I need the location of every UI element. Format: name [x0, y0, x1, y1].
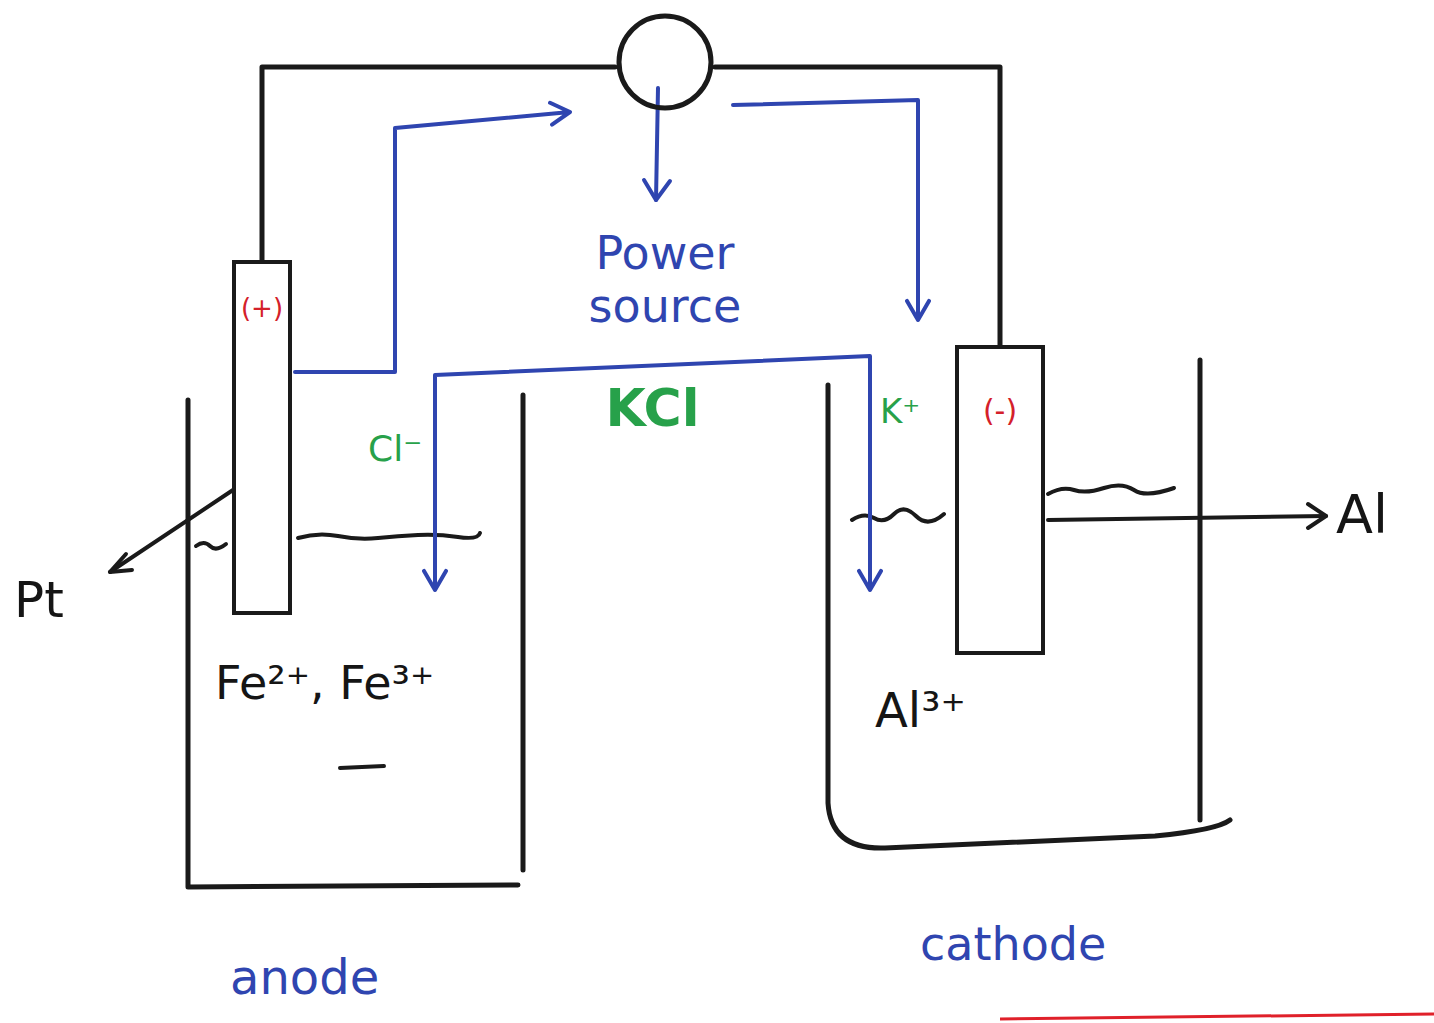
edge-label: KCl — [606, 379, 700, 439]
arrowhead — [110, 554, 132, 572]
wire — [715, 67, 1000, 345]
liquid-level — [1048, 485, 1174, 494]
node-label: Fe²⁺, Fe³⁺ — [215, 657, 434, 710]
node-label: Power source — [570, 227, 760, 333]
electron-flow-arrow — [295, 103, 570, 372]
leader-line — [110, 488, 236, 572]
node-label: Al³⁺ — [875, 683, 966, 738]
liquid-level — [852, 509, 944, 521]
wire — [262, 67, 615, 260]
leader-line — [1048, 516, 1326, 520]
ion-label: Cl⁻ — [368, 428, 422, 469]
power-source: Power source — [615, 12, 715, 112]
power-source-outline — [615, 12, 715, 112]
node-caption: cathode — [920, 918, 1106, 971]
beaker-wall — [521, 395, 526, 870]
anode-electrode: (+) — [232, 260, 292, 615]
arrowhead — [644, 180, 670, 200]
arrowhead — [1308, 504, 1326, 528]
node-label: (+) — [241, 294, 283, 324]
underline — [340, 766, 384, 768]
cathode-electrode: (-) — [955, 345, 1045, 655]
margin-line — [1000, 1014, 1434, 1019]
power-source-symbol — [619, 16, 711, 108]
beaker-wall — [1198, 360, 1203, 820]
salt-bridge — [424, 356, 881, 590]
electron-flow-arrow — [733, 100, 929, 320]
liquid-level — [298, 533, 480, 539]
material-label: Al — [1336, 484, 1388, 546]
liquid-level — [196, 543, 226, 549]
node-caption: anode — [230, 950, 379, 1005]
node-label: (-) — [983, 394, 1017, 429]
ion-label: K⁺ — [880, 392, 920, 431]
material-label: Pt — [14, 572, 64, 630]
